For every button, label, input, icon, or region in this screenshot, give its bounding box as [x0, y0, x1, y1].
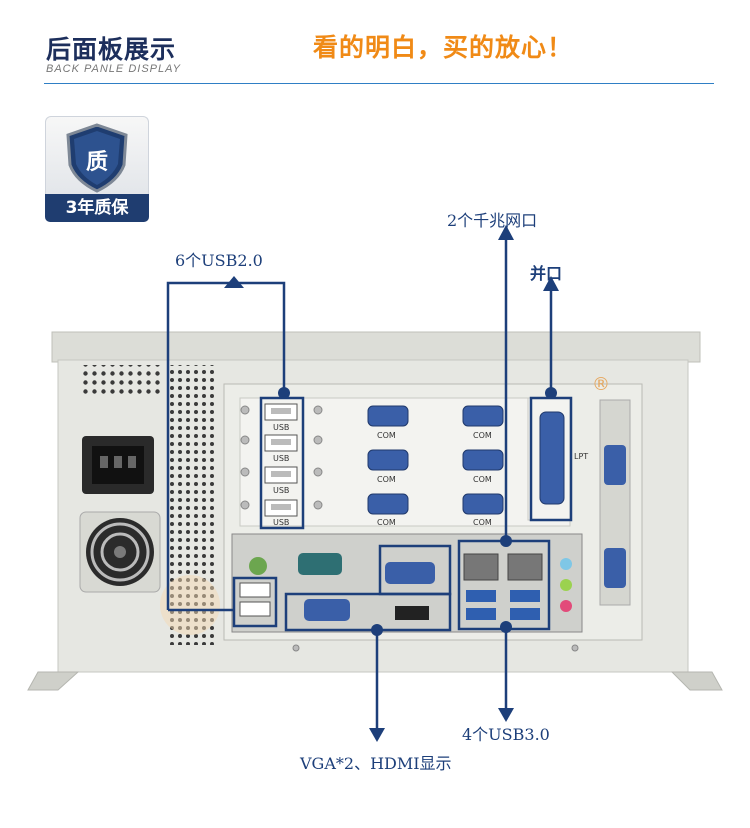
registered-mark: ®	[592, 374, 610, 395]
page-title: 后面板展示	[46, 35, 177, 64]
usb3-port	[510, 608, 540, 620]
usb-label: USB	[273, 486, 289, 495]
usb3-port	[510, 590, 540, 602]
vga-port	[385, 562, 435, 584]
usb-label: USB	[273, 518, 289, 527]
callout-video: VGA*2、HDMI显示	[300, 754, 452, 773]
shield-icon	[66, 123, 128, 193]
usb-label: USB	[273, 454, 289, 463]
chassis-foot	[670, 671, 723, 691]
chassis-foot	[27, 671, 80, 691]
callout-usb3: 4个USB3.0	[462, 725, 550, 744]
onboard-com	[298, 553, 342, 575]
lpt-label: LPT	[574, 452, 588, 461]
lpt-port	[539, 411, 565, 505]
com-label: COM	[377, 475, 396, 484]
page-subtitle: BACK PANLE DISPLAY	[46, 63, 181, 75]
vent-holes	[82, 365, 162, 395]
callout-lpt: 并口	[530, 264, 563, 283]
slogan: 看的明白，买的放心！	[313, 33, 574, 62]
com-label: COM	[377, 431, 396, 440]
shield-text: 质	[85, 150, 108, 175]
com-label: COM	[473, 518, 492, 527]
usb-label: USB	[273, 423, 289, 432]
header-divider	[44, 83, 714, 84]
usb3-port	[466, 590, 496, 602]
hdmi-port	[395, 606, 429, 620]
vga-port	[304, 599, 350, 621]
ps2-port	[249, 557, 267, 575]
usb3-port	[466, 608, 496, 620]
lan-port	[463, 553, 499, 581]
warranty-badge: 质 3年质保	[45, 116, 149, 222]
audio-jack	[560, 579, 572, 591]
lan-port	[507, 553, 543, 581]
audio-jack	[560, 558, 572, 570]
com-label: COM	[377, 518, 396, 527]
com-ports	[367, 405, 504, 515]
callout-lan: 2个千兆网口	[447, 211, 538, 230]
usb2-ports	[264, 403, 298, 517]
callout-usb2: 6个USB2.0	[175, 251, 263, 270]
com-label: COM	[473, 431, 492, 440]
com-label: COM	[473, 475, 492, 484]
warranty-caption: 3年质保	[45, 194, 149, 222]
audio-jack	[560, 600, 572, 612]
